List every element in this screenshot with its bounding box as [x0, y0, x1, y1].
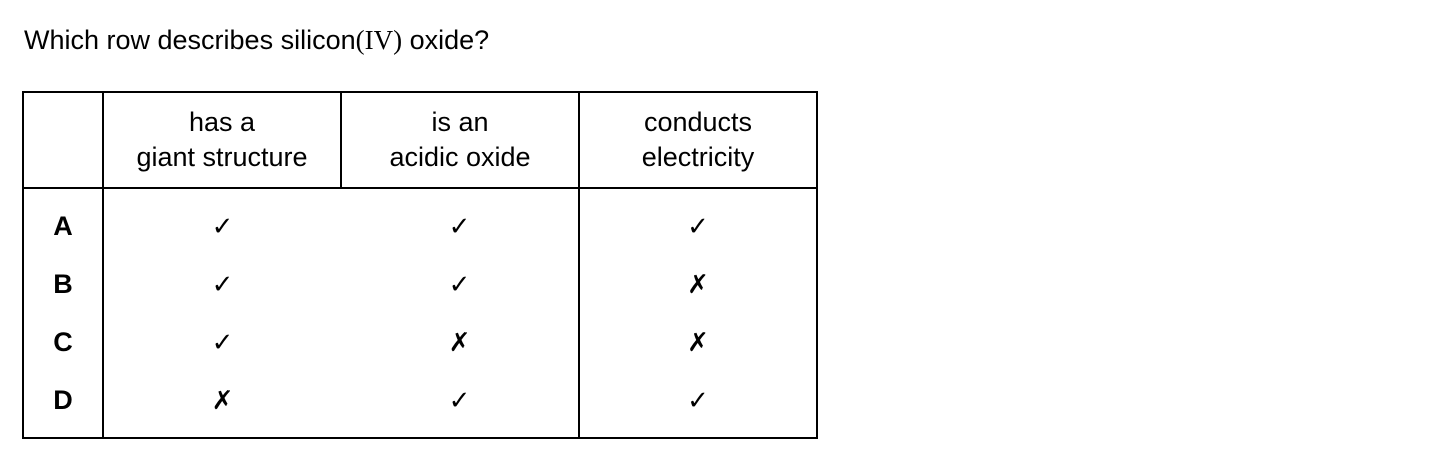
mark-cell: ✗ [579, 255, 817, 313]
row-key: A [23, 188, 104, 255]
header-line: electricity [641, 142, 755, 172]
cross-icon: ✗ [211, 385, 234, 416]
tick-icon: ✓ [448, 385, 471, 416]
tick-icon: ✓ [211, 327, 234, 358]
answer-table: has a giant structure is an acidic oxide… [22, 91, 818, 439]
header-line: acidic oxide [389, 142, 531, 172]
mark-cell: ✓ [103, 313, 341, 371]
mark-cell: ✗ [579, 313, 817, 371]
header-line: conducts [643, 107, 753, 137]
table-row: A ✓ ✓ ✓ [23, 188, 817, 255]
tick-icon: ✓ [211, 211, 234, 242]
header-line: has a [188, 107, 256, 137]
question-text: Which row describes silicon(IV) oxide? [24, 22, 489, 58]
question-text-start: Which row describes silicon [24, 25, 356, 55]
mark-cell: ✓ [103, 188, 341, 255]
header-conducts-electricity: conducts electricity [579, 92, 817, 189]
mark-cell: ✓ [579, 188, 817, 255]
cross-icon: ✗ [687, 269, 709, 300]
mark-cell: ✓ [341, 371, 580, 438]
header-line: giant structure [136, 142, 308, 172]
mark-cell: ✓ [579, 371, 817, 438]
tick-icon: ✓ [448, 269, 471, 300]
mark-cell: ✓ [103, 255, 341, 313]
table-row: B ✓ ✓ ✗ [23, 255, 817, 313]
table-row: D ✗ ✓ ✓ [23, 371, 817, 438]
cross-icon: ✗ [687, 327, 709, 358]
row-key: D [23, 371, 104, 438]
header-line: is an [431, 107, 489, 137]
cross-icon: ✗ [448, 327, 471, 358]
row-key: B [23, 255, 104, 313]
mark-cell: ✗ [103, 371, 341, 438]
header-acidic-oxide: is an acidic oxide [341, 92, 580, 189]
tick-icon: ✓ [211, 269, 234, 300]
mark-cell: ✗ [341, 313, 580, 371]
roman-numeral: (IV) [355, 25, 403, 55]
question-text-end: oxide? [402, 25, 490, 55]
header-giant-structure: has a giant structure [103, 92, 342, 189]
header-row: has a giant structure is an acidic oxide… [23, 92, 817, 189]
mark-cell: ✓ [341, 255, 580, 313]
mark-cell: ✓ [341, 188, 580, 255]
row-key: C [23, 313, 104, 371]
tick-icon: ✓ [448, 211, 471, 242]
header-empty-cell [23, 92, 104, 189]
tick-icon: ✓ [687, 385, 709, 416]
table-row: C ✓ ✗ ✗ [23, 313, 817, 371]
tick-icon: ✓ [687, 211, 709, 242]
